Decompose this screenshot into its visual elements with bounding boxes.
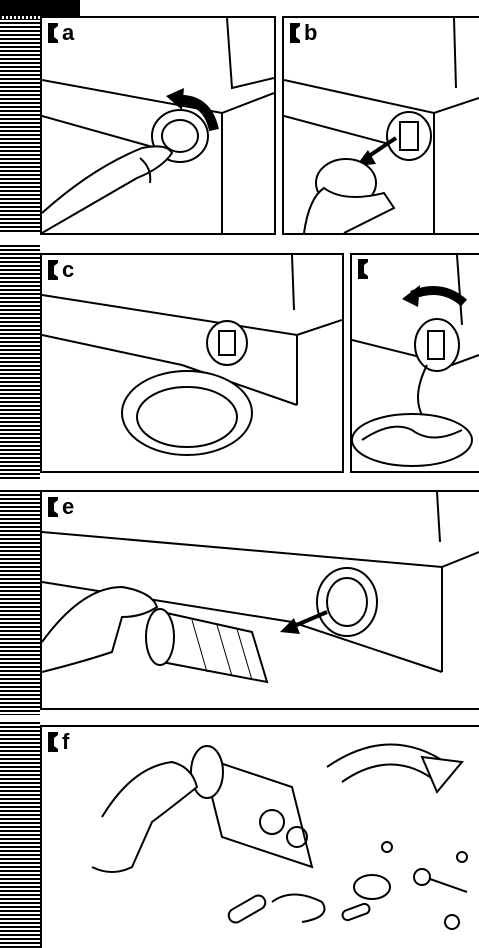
margin-stripe-3 [0, 490, 40, 715]
step-d-illustration [352, 255, 479, 471]
step-marker-icon [48, 23, 58, 43]
step-label-d [358, 259, 372, 279]
step-e-illustration [42, 492, 479, 708]
step-d-panel [350, 253, 479, 473]
step-marker-icon [48, 260, 58, 280]
step-marker-icon [358, 259, 368, 279]
step-b-label: b [304, 22, 317, 44]
step-a-illustration [42, 18, 274, 233]
step-f-panel: f [40, 725, 479, 948]
margin-stripe-2 [0, 245, 40, 480]
step-e-label: e [62, 496, 74, 518]
step-label-f: f [48, 731, 69, 753]
step-label-b: b [290, 22, 317, 44]
step-a-label: a [62, 22, 74, 44]
step-label-c: c [48, 259, 74, 281]
margin-stripe-1 [0, 18, 40, 233]
step-label-e: e [48, 496, 74, 518]
step-c-illustration [42, 255, 342, 471]
step-label-a: a [48, 22, 74, 44]
step-a-panel: a [40, 16, 276, 235]
step-c-panel: c [40, 253, 344, 473]
step-c-label: c [62, 259, 74, 281]
step-f-illustration [42, 727, 479, 948]
step-e-panel: e [40, 490, 479, 710]
step-marker-icon [48, 497, 58, 517]
step-marker-icon [48, 732, 58, 752]
step-b-panel: b [282, 16, 479, 235]
header-bar [0, 0, 80, 16]
margin-stripe-4 [0, 722, 40, 948]
step-b-illustration [284, 18, 479, 233]
step-marker-icon [290, 23, 300, 43]
step-f-label: f [62, 731, 69, 753]
